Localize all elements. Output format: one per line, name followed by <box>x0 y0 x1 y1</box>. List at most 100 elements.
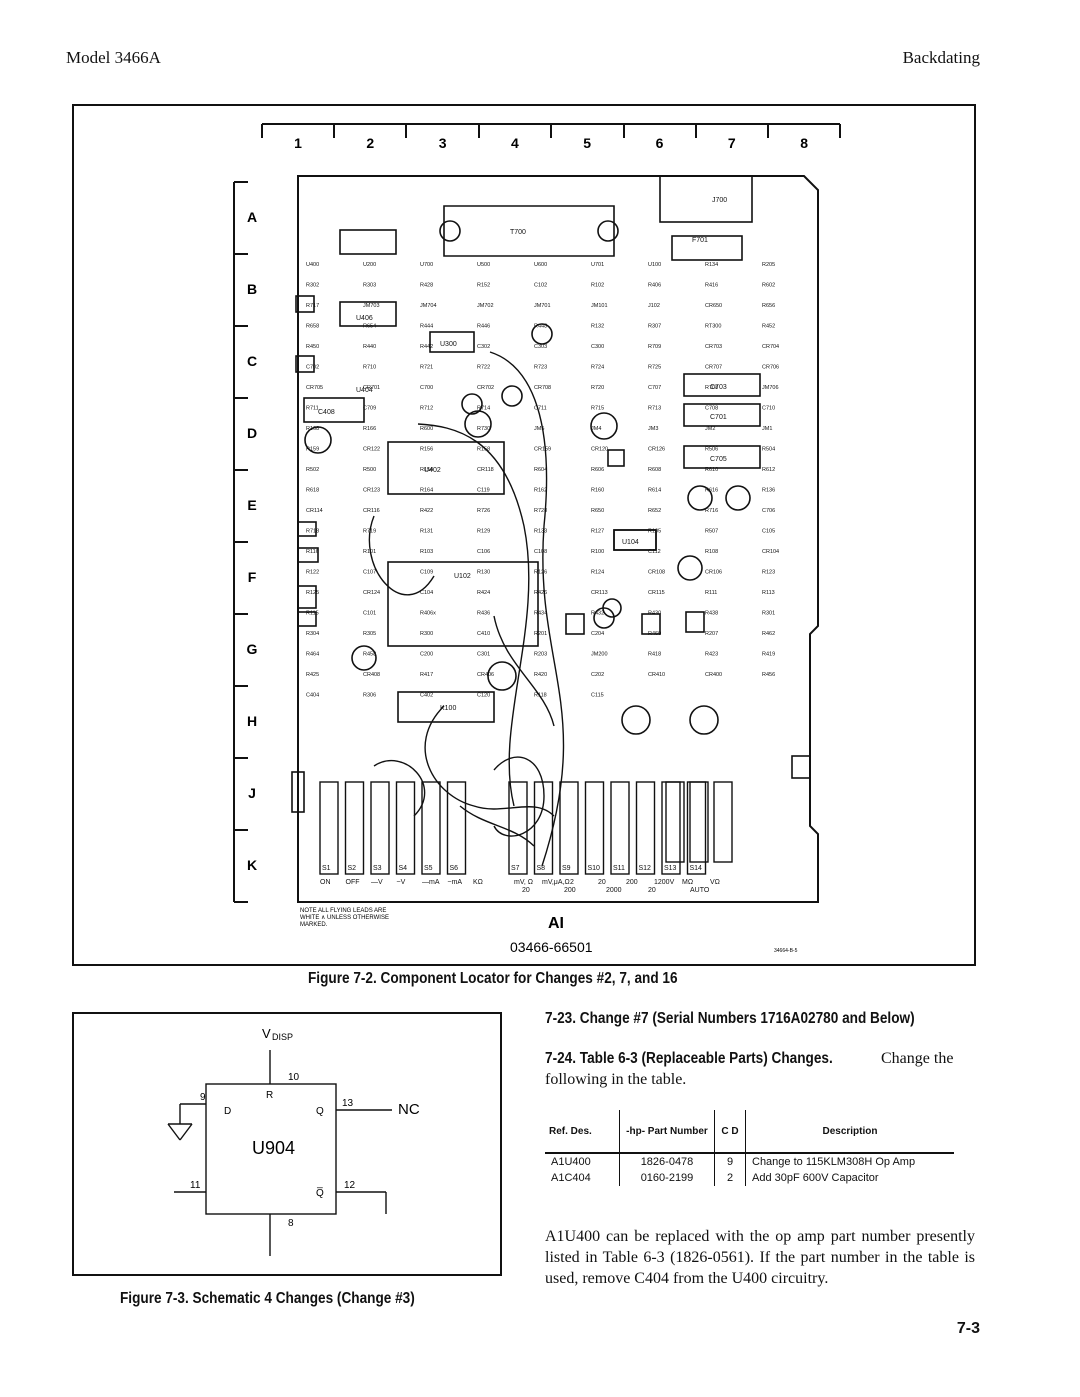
switch-function-label: ON <box>320 879 331 886</box>
part-label: R307 <box>648 324 661 330</box>
switch-s6 <box>446 781 467 875</box>
part-label: R103 <box>420 549 433 555</box>
part-label: R725 <box>648 365 661 371</box>
part-label: C106 <box>477 549 490 555</box>
switch-function-label: ~mA <box>448 879 463 886</box>
switch-label: S8 <box>537 865 546 872</box>
part-label: R721 <box>420 365 433 371</box>
row2-part: 0160-2199 <box>619 1170 715 1186</box>
part-label: R724 <box>591 365 604 371</box>
part-label: R426 <box>534 590 547 596</box>
switch-label: S7 <box>511 865 520 872</box>
figure-7-2-caption: Figure 7-2. Component Locator for Change… <box>308 970 678 987</box>
part-label: R303 <box>363 283 376 289</box>
part-label: CR120 <box>591 447 608 453</box>
part-label: CR708 <box>534 385 551 391</box>
row1-ref: A1U400 <box>545 1153 620 1170</box>
switch-range-label-2: 20 <box>522 887 530 894</box>
part-label: C404 <box>306 693 319 699</box>
part-label: R136 <box>762 488 775 494</box>
row-label: K <box>247 857 257 873</box>
part-label: R164 <box>420 488 433 494</box>
part-label: R132 <box>591 324 604 330</box>
table-header-row: Ref. Des. -hp- Part Number C D Descripti… <box>545 1110 954 1154</box>
column-label: 7 <box>728 135 736 151</box>
part-label: R129 <box>477 529 490 535</box>
ic-label: U404 <box>356 387 373 394</box>
part-label: R719 <box>363 529 376 535</box>
switch-range-label-2: 2000 <box>606 887 622 894</box>
switch-s10 <box>584 781 605 875</box>
part-label: R116 <box>306 549 319 555</box>
row2-ref: A1C404 <box>545 1170 620 1186</box>
pin-d-label: D <box>224 1106 231 1117</box>
part-label: C120 <box>477 693 490 699</box>
part-label: R712 <box>420 406 433 412</box>
part-label: R708 <box>705 385 718 391</box>
parts-changes-table: Ref. Des. -hp- Part Number C D Descripti… <box>545 1110 954 1186</box>
switch-function-label: OFF <box>346 879 360 886</box>
part-label: JM2 <box>705 426 715 432</box>
switch-s3 <box>370 781 390 875</box>
part-label: C402 <box>420 693 433 699</box>
part-label: R440 <box>363 344 376 350</box>
part-label: JM706 <box>762 385 779 391</box>
header-model: Model 3466A <box>66 48 161 67</box>
part-label: R462 <box>762 631 775 637</box>
pin-8-label: 8 <box>288 1218 294 1229</box>
col-part-number: -hp- Part Number <box>619 1110 715 1154</box>
board-number: 03466-66501 <box>510 939 593 955</box>
part-label: CR400 <box>705 672 722 678</box>
part-label: R726 <box>477 508 490 514</box>
part-label: R714 <box>477 406 490 412</box>
part-label: C707 <box>648 385 661 391</box>
part-label: CR408 <box>363 672 380 678</box>
part-label: R122 <box>306 570 319 576</box>
part-label: R115 <box>306 611 319 617</box>
part-label: R456 <box>762 672 775 678</box>
part-label: J102 <box>648 303 660 309</box>
part-label: R654 <box>363 324 376 330</box>
part-label: CR118 <box>477 467 494 473</box>
switch-function-label: —mA <box>422 879 440 886</box>
part-label: JM5 <box>534 426 544 432</box>
part-label: R201 <box>534 631 547 637</box>
column-label: 1 <box>294 135 302 151</box>
switch-bars <box>665 781 733 863</box>
part-label: R418 <box>648 652 661 658</box>
part-label: R301 <box>762 611 775 617</box>
column-label: 4 <box>511 135 519 151</box>
part-label: R448 <box>534 324 547 330</box>
part-label: C711 <box>534 406 547 412</box>
part-label: C709 <box>363 406 376 412</box>
switch-range-label: 20 <box>598 879 606 886</box>
part-label: JM1 <box>762 426 772 432</box>
part-label: JM101 <box>591 303 608 309</box>
part-label: C101 <box>363 611 376 617</box>
part-label: C105 <box>762 529 775 535</box>
board-name: AI <box>548 915 564 932</box>
part-label: R101 <box>363 549 376 555</box>
part-label: R305 <box>363 631 376 637</box>
part-label: R203 <box>534 652 547 658</box>
part-label: R205 <box>762 262 775 268</box>
row2-cd: 2 <box>714 1170 746 1186</box>
part-label: R111 <box>705 590 717 596</box>
part-label: CR702 <box>477 385 494 391</box>
part-label: R125 <box>306 590 319 596</box>
figure-7-3-caption: Figure 7-3. Schematic 4 Changes (Change … <box>120 1290 415 1307</box>
part-label: C115 <box>591 693 604 699</box>
part-label: R658 <box>306 324 319 330</box>
u904-chip-outline <box>205 1083 337 1215</box>
ic-label: F701 <box>692 237 708 244</box>
ic-label: U406 <box>356 315 373 322</box>
flying-leads <box>368 351 565 867</box>
part-label: JM703 <box>363 303 380 309</box>
part-label: R420 <box>534 672 547 678</box>
part-label: R612 <box>762 467 775 473</box>
part-label: R124 <box>591 570 604 576</box>
part-label: CR704 <box>762 344 779 350</box>
part-label: R424 <box>477 590 490 596</box>
part-label: R127 <box>591 529 604 535</box>
row-label: A <box>247 209 257 225</box>
